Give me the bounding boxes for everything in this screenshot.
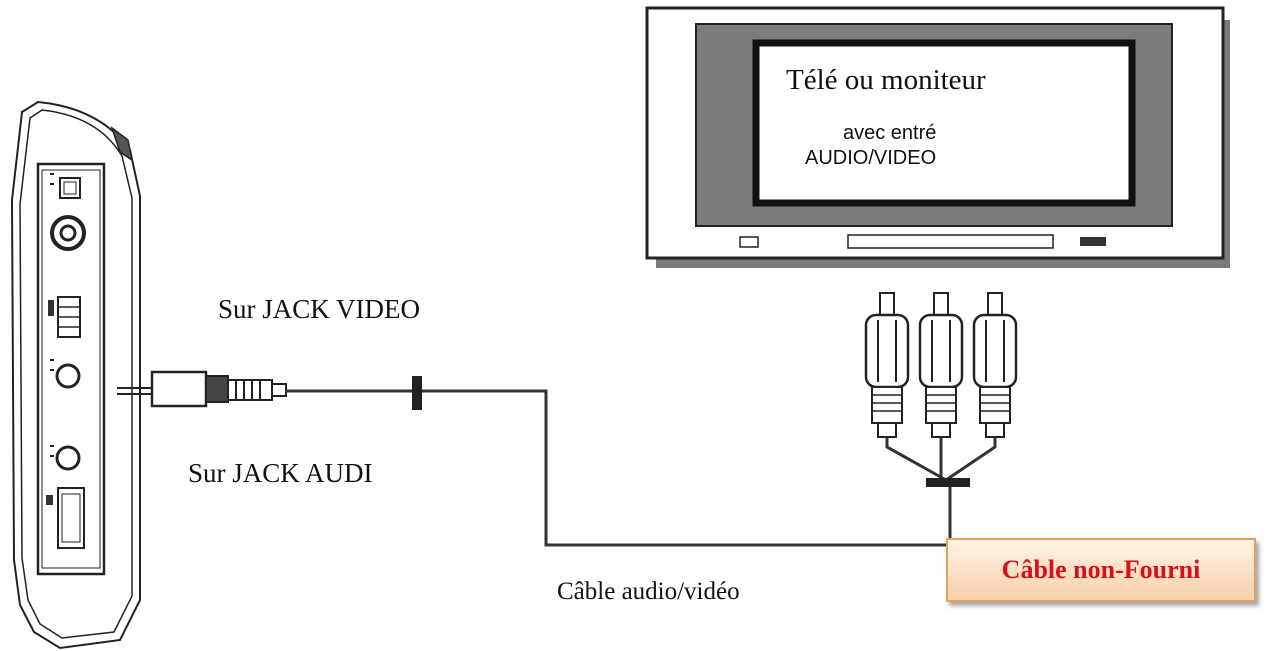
av-cable xyxy=(286,376,952,547)
note-text: Câble non-Fourni xyxy=(1001,555,1201,584)
video-jack-label: Sur JACK VIDEO xyxy=(218,294,421,324)
cable-label: Câble audio/vidéo xyxy=(557,578,740,605)
audio-jack-label: Sur JACK AUDI xyxy=(188,458,373,488)
tv-slot xyxy=(847,234,1054,249)
rca-plug-left xyxy=(864,292,910,438)
rca-wires xyxy=(885,437,997,482)
television xyxy=(645,6,1230,268)
audio-jack-icon xyxy=(55,445,81,471)
tv-title: Télé ou moniteur xyxy=(786,64,986,96)
port-square-icon xyxy=(59,177,81,199)
tv-subtitle-line1: avec entré xyxy=(843,122,937,144)
power-port-icon xyxy=(50,215,86,251)
rca-plug-middle xyxy=(918,292,964,438)
video-jack-icon xyxy=(55,363,81,389)
portable-player xyxy=(10,100,141,650)
tv-screen xyxy=(752,39,1136,207)
cable-clip xyxy=(412,376,422,410)
tv-button-left xyxy=(739,236,759,248)
player-panel xyxy=(36,162,106,576)
usb-port-icon xyxy=(57,487,85,549)
tv-subtitle-line2: AUDIO/VIDEO xyxy=(805,147,937,169)
player-top-notch xyxy=(110,125,134,162)
rca-splitter xyxy=(926,478,970,487)
rca-plug-right xyxy=(972,292,1018,438)
player-panel-inner xyxy=(41,169,101,569)
cable-not-supplied-note: Câble non-Fourni xyxy=(946,538,1256,602)
tv-indicator xyxy=(1080,237,1106,246)
rca-plugs xyxy=(864,292,1018,487)
player-outer-body-2 xyxy=(19,109,133,639)
video-plug xyxy=(117,370,287,408)
